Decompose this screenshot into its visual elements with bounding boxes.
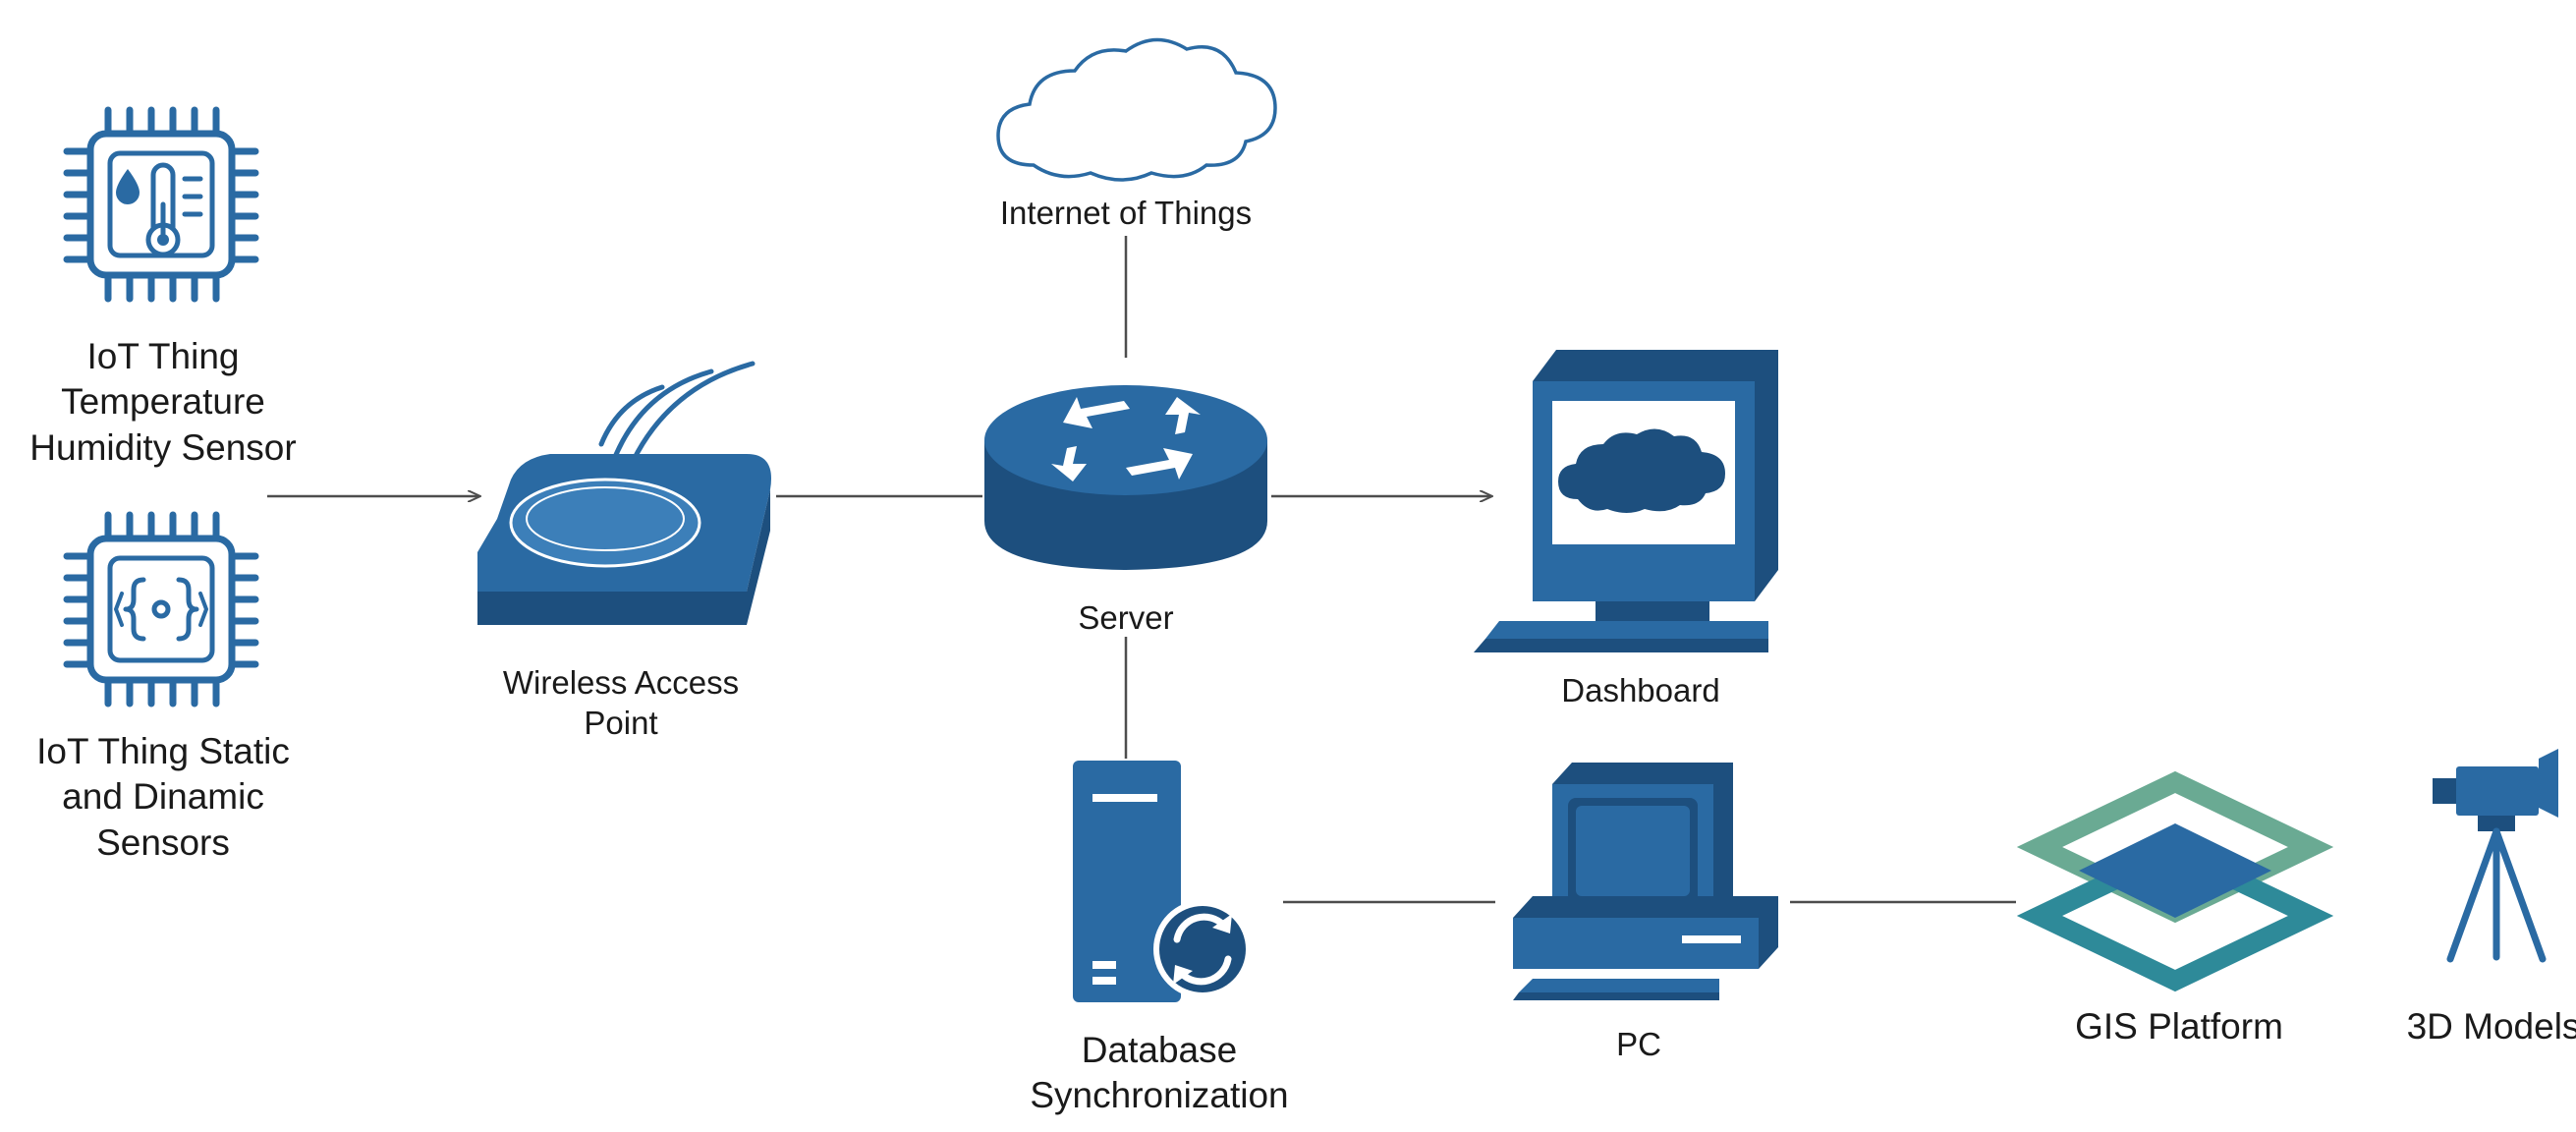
pc-label: PC [1616,1024,1661,1064]
monitor-cloud-icon [1474,350,1778,652]
database-label: Database Synchronization [1030,1028,1288,1119]
label-line: IoT Thing Static [36,731,290,771]
cloud-label: Internet of Things [1000,193,1252,233]
router-icon [984,385,1267,570]
label-line: Sensors [96,821,230,863]
wireless-access-point-icon [477,361,771,625]
layers-icon [2016,770,2334,992]
models-label: 3D Models [2407,1004,2576,1049]
thermometer-chip-icon [63,106,259,303]
label-line: Database [1081,1030,1238,1070]
sync-server-icon [1073,761,1252,1002]
cloud-icon [996,37,1277,182]
temp-sensor-label: IoT Thing Temperature Humidity Sensor [29,334,296,471]
label-line: Server [1078,599,1174,636]
label-line: Temperature [61,381,265,423]
server-label: Server [1078,597,1173,638]
desktop-pc-icon [1513,763,1778,1000]
label-line: PC [1616,1026,1661,1062]
label-line: Synchronization [1030,1075,1289,1116]
connectors [267,236,2016,904]
label-line: Wireless Access [502,664,740,701]
label-line: 3D Models [2406,1006,2576,1047]
label-line: GIS Platform [2075,1006,2283,1047]
tripod-camera-icon [2433,749,2558,963]
label-line: IoT Thing [86,336,240,376]
label-line: Internet of Things [999,195,1253,231]
label-line: Point [584,705,658,742]
code-chip-icon [63,511,259,708]
dashboard-label: Dashboard [1561,670,1719,710]
label-line: and Dinamic [62,776,264,818]
static-sensor-label: IoT Thing Static and Dinamic Sensors [36,729,290,866]
access-point-label: Wireless Access Point [503,662,739,744]
label-line: Dashboard [1561,672,1720,708]
gis-label: GIS Platform [2075,1004,2283,1049]
label-line: Humidity Sensor [29,426,297,468]
